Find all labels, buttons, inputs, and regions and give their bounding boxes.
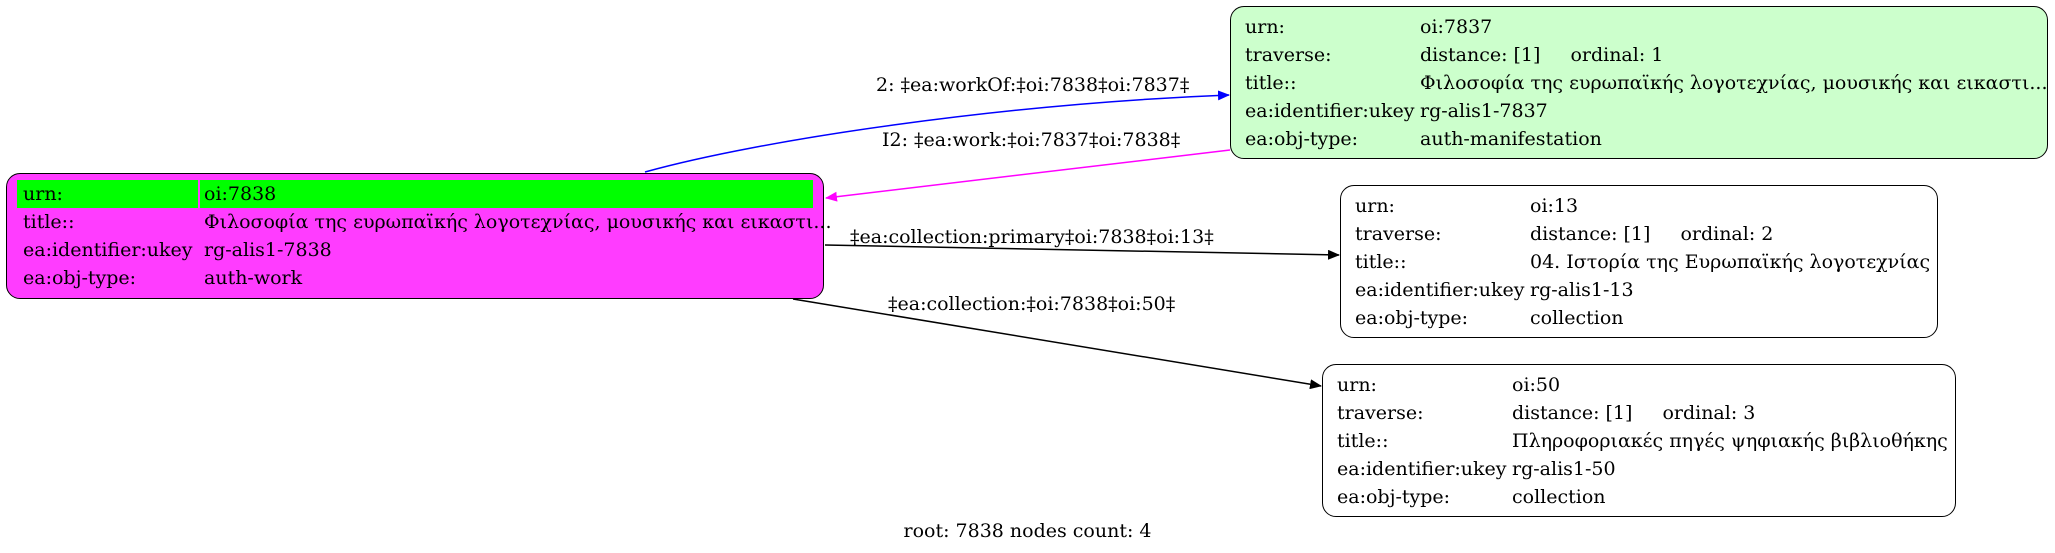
edge-collection — [792, 298, 1322, 390]
urn-key: urn: — [1355, 195, 1395, 217]
title-value: Πληροφοριακές πηγές ψηφιακής βιβλιοθήκης — [1512, 430, 1948, 452]
node-row-title: title:: Φιλοσοφία της ευρωπαϊκής λογοτεχ… — [1245, 69, 2048, 97]
type-value: auth-work — [204, 267, 303, 289]
node-row-ukey: ea:identifier:ukey rg-alis1-7838 — [17, 236, 813, 264]
type-key: ea:obj-type: — [23, 267, 137, 289]
urn-key: urn: — [17, 180, 200, 208]
node-row-traverse: traverse: distance: [1] ordinal: 3 — [1337, 399, 1941, 427]
node-row-traverse: traverse: distance: [1] ordinal: 2 — [1355, 220, 1923, 248]
traverse-key: traverse: — [1355, 223, 1442, 245]
urn-value: oi:7837 — [1420, 16, 1493, 38]
node-row-type: ea:obj-type: collection — [1337, 483, 1941, 511]
node-row-ukey: ea:identifier:ukey rg-alis1-50 — [1337, 455, 1941, 483]
ukey-key: ea:identifier:ukey — [1355, 279, 1525, 301]
ukey-value: rg-alis1-7838 — [204, 239, 332, 261]
type-value: collection — [1512, 486, 1606, 508]
node-row-type: ea:obj-type: auth-work — [17, 264, 813, 292]
edge-label-work: I2: ‡ea:work:‡oi:7837‡oi:7838‡ — [882, 129, 1181, 151]
traverse-key: traverse: — [1245, 44, 1332, 66]
node-row-title: title:: 04. Ιστορία της Ευρωπαϊκής λογοτ… — [1355, 248, 1930, 276]
ordinal-value: ordinal: 2 — [1680, 223, 1774, 245]
title-key: title:: — [23, 211, 75, 233]
node-row-urn: urn: oi:7838 — [17, 180, 813, 208]
node-oi-50[interactable]: urn: oi:50 traverse: distance: [1] ordina… — [1322, 364, 1956, 517]
ukey-key: ea:identifier:ukey — [23, 239, 193, 261]
distance-value: distance: [1] — [1420, 44, 1541, 66]
distance-value: distance: [1] — [1512, 402, 1633, 424]
node-row-traverse: traverse: distance: [1] ordinal: 1 — [1245, 41, 2033, 69]
edge-work — [825, 149, 1231, 202]
urn-key: urn: — [1245, 16, 1285, 38]
type-key: ea:obj-type: — [1355, 307, 1469, 329]
node-row-type: ea:obj-type: auth-manifestation — [1245, 125, 2033, 153]
node-oi-13[interactable]: urn: oi:13 traverse: distance: [1] ordina… — [1340, 185, 1938, 338]
title-value: 04. Ιστορία της Ευρωπαϊκής λογοτεχνίας — [1530, 251, 1931, 273]
type-key: ea:obj-type: — [1337, 486, 1451, 508]
ukey-key: ea:identifier:ukey — [1337, 458, 1507, 480]
distance-value: distance: [1] — [1530, 223, 1651, 245]
type-key: ea:obj-type: — [1245, 128, 1359, 150]
node-row-urn: urn: oi:7837 — [1245, 13, 2033, 41]
graph-footer: root: 7838 nodes count: 4 — [903, 520, 1152, 542]
node-row-ukey: ea:identifier:ukey rg-alis1-7837 — [1245, 97, 2033, 125]
urn-value: oi:7838 — [204, 183, 277, 205]
edge-workof — [644, 90, 1230, 173]
node-row-ukey: ea:identifier:ukey rg-alis1-13 — [1355, 276, 1923, 304]
edge-label-workof: 2: ‡ea:workOf:‡oi:7838‡oi:7837‡ — [876, 74, 1190, 96]
node-row-urn: urn: oi:50 — [1337, 371, 1941, 399]
type-value: auth-manifestation — [1420, 128, 1602, 150]
title-key: title:: — [1337, 430, 1389, 452]
urn-value: oi:13 — [1530, 195, 1579, 217]
ukey-key: ea:identifier:ukey — [1245, 100, 1415, 122]
edge-label-collection: ‡ea:collection:‡oi:7838‡oi:50‡ — [888, 293, 1176, 315]
node-row-title: title:: Πληροφοριακές πηγές ψηφιακής βιβ… — [1337, 427, 1948, 455]
urn-value: oi:50 — [1512, 374, 1561, 396]
edge-label-collection-primary: ‡ea:collection:primary‡oi:7838‡oi:13‡ — [850, 226, 1214, 248]
traverse-value: distance: [1] ordinal: 1 — [1420, 41, 2033, 69]
ukey-value: rg-alis1-13 — [1530, 279, 1634, 301]
root-node-oi-7838[interactable]: urn: oi:7838 title:: Φιλοσοφία της ευρωπ… — [6, 173, 832, 299]
edge-collection-primary — [824, 244, 1340, 260]
node-row-title: title:: Φιλοσοφία της ευρωπαϊκής λογοτεχ… — [17, 208, 832, 236]
title-value: Φιλοσοφία της ευρωπαϊκής λογοτεχνίας, μο… — [204, 211, 832, 233]
ukey-value: rg-alis1-50 — [1512, 458, 1616, 480]
node-row-urn: urn: oi:13 — [1355, 192, 1923, 220]
traverse-key: traverse: — [1337, 402, 1424, 424]
urn-key: urn: — [1337, 374, 1377, 396]
ukey-value: rg-alis1-7837 — [1420, 100, 1548, 122]
traverse-value: distance: [1] ordinal: 2 — [1530, 220, 1923, 248]
node-oi-7837[interactable]: urn: oi:7837 traverse: distance: [1] ordi… — [1230, 6, 2048, 159]
title-value: Φιλοσοφία της ευρωπαϊκής λογοτεχνίας, μο… — [1420, 72, 2048, 94]
ordinal-value: ordinal: 3 — [1662, 402, 1756, 424]
title-key: title:: — [1245, 72, 1297, 94]
title-key: title:: — [1355, 251, 1407, 273]
node-row-type: ea:obj-type: collection — [1355, 304, 1923, 332]
ordinal-value: ordinal: 1 — [1570, 44, 1664, 66]
traverse-value: distance: [1] ordinal: 3 — [1512, 399, 1941, 427]
type-value: collection — [1530, 307, 1624, 329]
